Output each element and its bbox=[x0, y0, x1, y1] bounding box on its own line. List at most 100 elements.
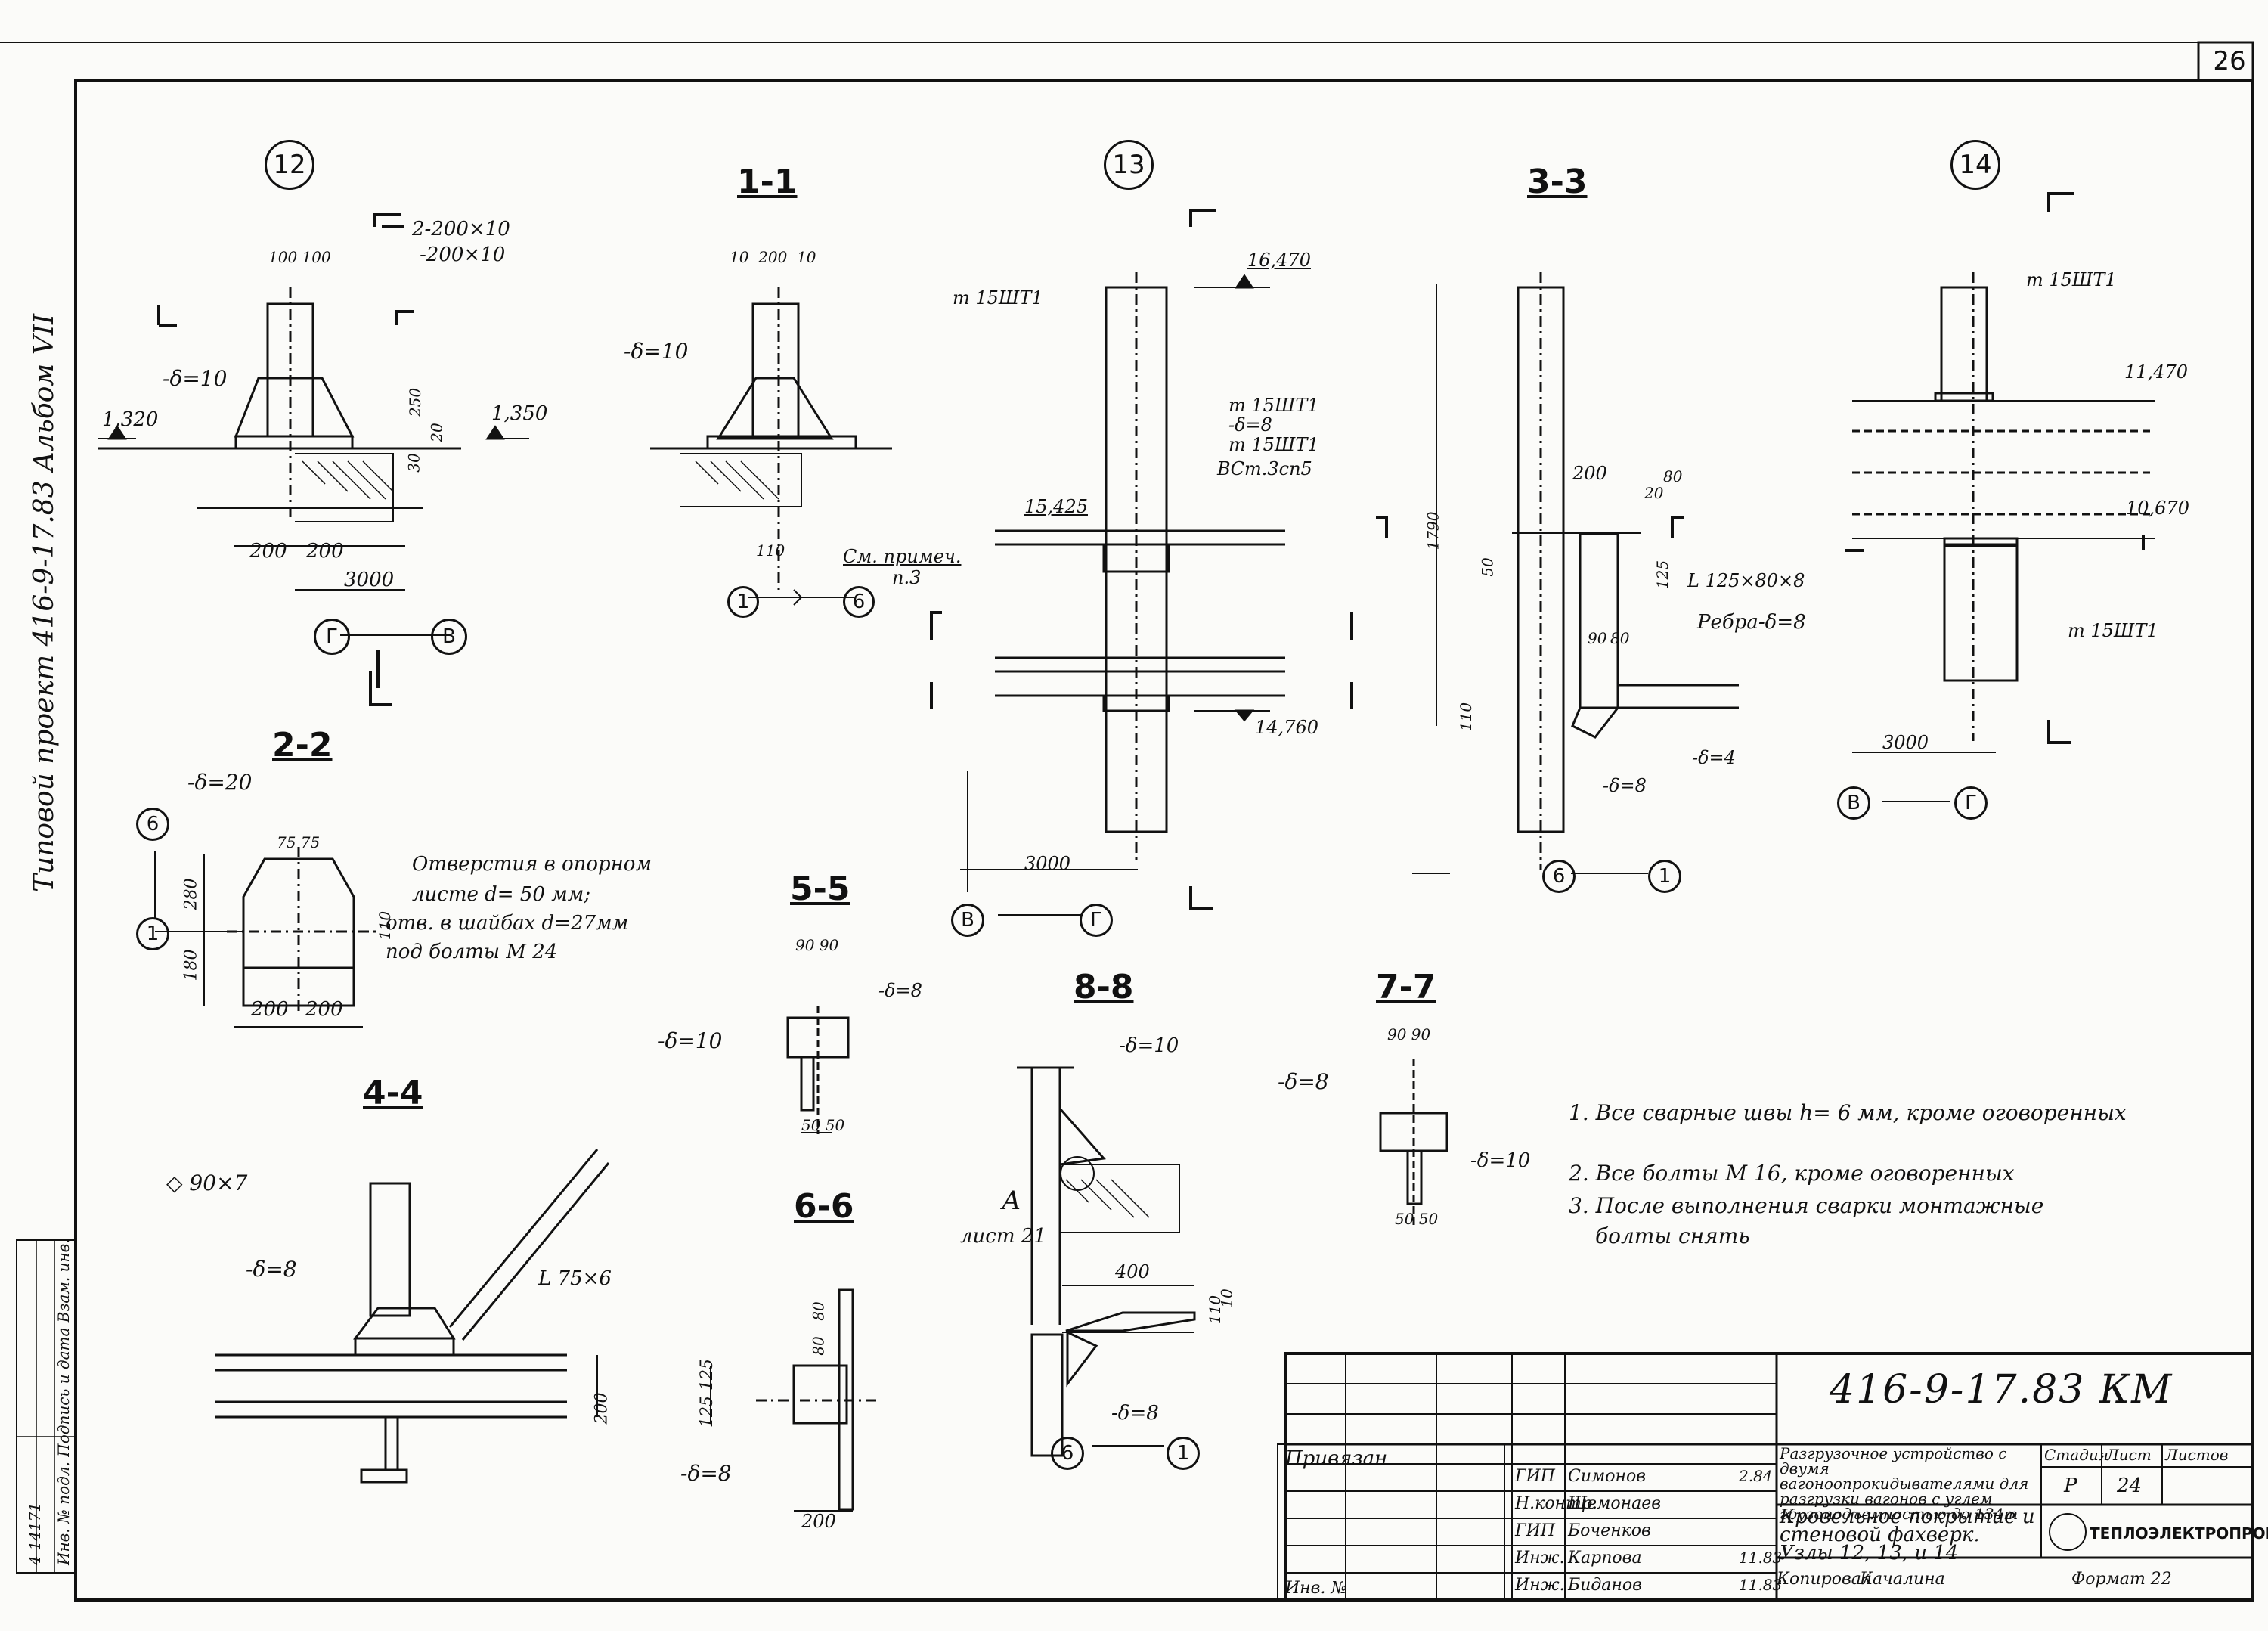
label-n12-plate2: -200×10 bbox=[420, 243, 506, 266]
label-s11-d10: -δ=10 bbox=[624, 339, 689, 364]
label-n12-3000: 3000 bbox=[344, 569, 395, 591]
label-s55-d10: -δ=10 bbox=[658, 1028, 723, 1053]
label-n13-t15b: т 15ШТ1 bbox=[1228, 395, 1319, 416]
label-s33-90: 90 bbox=[1588, 629, 1607, 647]
label-s22-note3: отв. в шайбах d=27мм bbox=[386, 912, 629, 935]
label-n14-10670: 10,670 bbox=[2126, 498, 2189, 519]
axis-V-13: В bbox=[951, 904, 984, 937]
label-s77-d10: -δ=10 bbox=[1470, 1149, 1531, 1172]
label-s22-200b: 200 bbox=[305, 998, 343, 1021]
note-1: 1. Все сварные швы h= 6 мм, кроме оговор… bbox=[1569, 1100, 2127, 1125]
label-s33-200: 200 bbox=[1572, 463, 1607, 484]
axis-G-14: Г bbox=[1954, 786, 1988, 820]
label-n13-t15c: т 15ШТ1 bbox=[1228, 434, 1319, 455]
node-12-circle: 12 bbox=[265, 140, 314, 190]
role-2: ГИП bbox=[1515, 1521, 1555, 1540]
name-2: Боченков bbox=[1568, 1521, 1651, 1540]
label-n14-t15: т 15ШТ1 bbox=[2026, 269, 2117, 290]
copied-label: Копировал bbox=[1777, 1570, 1872, 1589]
section-6-6-title: 6-6 bbox=[794, 1187, 854, 1226]
label-n13-16470: 16,470 bbox=[1247, 250, 1311, 271]
label-s22-d20: -δ=20 bbox=[187, 770, 253, 795]
section-8-8-title: 8-8 bbox=[1074, 968, 1134, 1006]
label-s77-d8: -δ=8 bbox=[1278, 1069, 1329, 1094]
section-2-2-title: 2-2 bbox=[272, 726, 333, 764]
label-n12-dims-top: 100 100 bbox=[268, 248, 331, 266]
axis-1-s11: 1 bbox=[727, 586, 759, 618]
section-4-4-drawing bbox=[215, 1149, 610, 1484]
label-n12-30: 30 bbox=[404, 453, 423, 473]
format-label: Формат 22 bbox=[2071, 1570, 2172, 1589]
date-3: 11.83 bbox=[1739, 1549, 1783, 1567]
section-7-7-drawing bbox=[1379, 1059, 1448, 1225]
label-n14-11470: 11,470 bbox=[2124, 361, 2188, 383]
section-7-7-title: 7-7 bbox=[1376, 968, 1436, 1006]
label-n13-d8: -δ=8 bbox=[1228, 414, 1272, 436]
date-4: 11.83 bbox=[1739, 1576, 1783, 1594]
section-3-3-title: 3-3 bbox=[1527, 163, 1588, 201]
label-s44-200: 200 bbox=[592, 1392, 612, 1425]
sheet-header: Лист bbox=[2106, 1446, 2152, 1464]
label-s33-110: 110 bbox=[1457, 702, 1476, 732]
role-4: Инж. bbox=[1515, 1576, 1565, 1595]
document-code: 416-9-17.83 КМ bbox=[1830, 1367, 2174, 1412]
axis-V-12: В bbox=[431, 619, 467, 655]
label-n13-14760: 14,760 bbox=[1255, 717, 1318, 738]
node-13-drawing bbox=[930, 209, 1353, 916]
label-s88-400: 400 bbox=[1115, 1261, 1150, 1282]
section-8-8-drawing bbox=[1017, 1066, 1196, 1457]
label-n12-d10: -δ=10 bbox=[163, 366, 228, 391]
label-s33-1790: 1790 bbox=[1424, 511, 1442, 550]
node-12-drawing bbox=[98, 213, 529, 706]
label-s33-80: 80 bbox=[1663, 467, 1683, 485]
label-s22-280: 280 bbox=[181, 878, 201, 910]
label-n13-15425: 15,425 bbox=[1024, 496, 1088, 517]
note-3-cont: болты снять bbox=[1595, 1223, 1750, 1248]
axis-1-88: 1 bbox=[1167, 1437, 1200, 1470]
label-s33-d8: -δ=8 bbox=[1603, 775, 1647, 796]
label-s33-angle: L 125×80×8 bbox=[1687, 570, 1805, 591]
name-0: Симонов bbox=[1568, 1467, 1647, 1486]
role-3: Инж. bbox=[1515, 1549, 1565, 1567]
sheet-number-box bbox=[2197, 41, 2254, 82]
label-s66-125: 125 125 bbox=[697, 1359, 717, 1428]
name-4: Биданов bbox=[1568, 1576, 1642, 1595]
name-3: Карпова bbox=[1568, 1549, 1642, 1567]
label-s77-5050: 50 50 bbox=[1395, 1210, 1439, 1228]
label-n13-p3: п.3 bbox=[892, 567, 922, 588]
label-s66-80a: 80 bbox=[809, 1301, 828, 1321]
label-s22-7575: 75 75 bbox=[277, 833, 321, 851]
side-stamp: Инв. № подл. Подпись и дата Взам. инв. bbox=[54, 1239, 73, 1565]
axis-V-14: В bbox=[1837, 786, 1870, 820]
label-s66-80b: 80 bbox=[809, 1336, 828, 1356]
label-s22-200a: 200 bbox=[251, 998, 289, 1021]
axis-1-33: 1 bbox=[1648, 860, 1681, 893]
axis-6-33: 6 bbox=[1542, 860, 1576, 893]
label-s33-20: 20 bbox=[1644, 484, 1664, 502]
label-n14-3000: 3000 bbox=[1882, 732, 1929, 753]
stage-header: Стадия bbox=[2044, 1446, 2108, 1464]
section-5-5-drawing bbox=[786, 1006, 850, 1134]
sheet-number: 26 bbox=[2213, 46, 2246, 76]
label-n14-t15b: т 15ШТ1 bbox=[2068, 620, 2158, 641]
label-s11-110: 110 bbox=[756, 541, 785, 560]
inv-label: Инв. № bbox=[1285, 1579, 1347, 1598]
label-n12-1350: 1,350 bbox=[491, 402, 548, 425]
stage-value: Р bbox=[2064, 1474, 2077, 1497]
label-n12-200a: 200 bbox=[249, 540, 287, 563]
label-s66-d8: -δ=8 bbox=[680, 1461, 732, 1486]
sheets-header: Листов bbox=[2165, 1446, 2229, 1464]
label-s33-80b: 80 bbox=[1610, 629, 1630, 647]
note-3: 3. После выполнения сварки монтажные bbox=[1569, 1193, 2044, 1218]
label-s33-125: 125 bbox=[1653, 560, 1672, 590]
label-s33-ribs: Ребра-δ=8 bbox=[1697, 611, 1806, 634]
label-s11-dims: 10 200 10 bbox=[730, 248, 816, 266]
label-s88-d10: -δ=10 bbox=[1119, 1034, 1179, 1057]
label-s55-d8: -δ=8 bbox=[878, 980, 922, 1001]
copier-name: Качалина bbox=[1860, 1570, 1945, 1589]
label-n12-250: 250 bbox=[406, 387, 425, 417]
label-s88-d8: -δ=8 bbox=[1111, 1402, 1159, 1425]
sheet-value: 24 bbox=[2117, 1474, 2143, 1497]
axis-G-13: Г bbox=[1080, 904, 1113, 937]
role-1: Н.контр. bbox=[1515, 1494, 1597, 1513]
